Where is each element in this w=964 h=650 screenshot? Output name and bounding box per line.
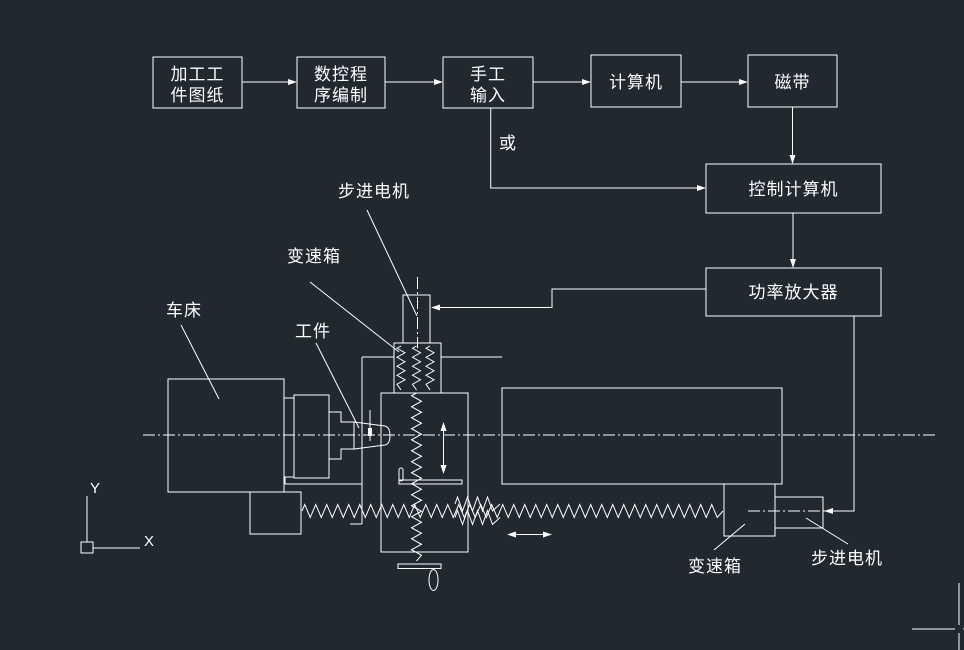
machine-chuck: [293, 394, 330, 479]
gear-spring: [424, 345, 436, 391]
leadscrew-spring: [301, 503, 724, 519]
arrowhead-right: [543, 531, 552, 538]
arrowhead-left: [431, 304, 440, 311]
machine-workpiece: [353, 421, 391, 450]
tool-post-shelf: [398, 479, 463, 485]
flow-box-computer: [590, 54, 682, 108]
ucs-icon: Y X: [80, 480, 154, 554]
flow-box-power-amplifier: [705, 267, 882, 317]
label-gearbox-bottom: 变速箱: [688, 557, 742, 576]
cross-feed-screw: [410, 392, 423, 562]
label-nc-programming-1: 数控程: [314, 65, 368, 84]
flow-connectors: [242, 79, 855, 514]
crosshair-cursor: [912, 583, 964, 650]
label-manual-input-2: 输入: [470, 86, 506, 105]
arrowhead-down: [790, 259, 796, 268]
arrowhead-right: [288, 79, 297, 85]
label-workpiece: 工件: [295, 322, 331, 341]
arrowhead-right: [434, 79, 443, 85]
gear-spring: [411, 345, 422, 391]
label-process-drawing-2: 件图纸: [171, 86, 225, 105]
arrowhead-down: [789, 155, 796, 164]
leadscrew-nut-spring: [454, 495, 501, 513]
label-manual-input-1: 手工: [470, 65, 506, 84]
machine-stepper-motor-top: [402, 294, 431, 344]
leader-lines: [180, 209, 849, 551]
arrowhead-down: [440, 465, 447, 474]
pickbox: [955, 625, 963, 633]
label-control-computer: 控制计算机: [749, 180, 839, 199]
gear-spring: [395, 345, 407, 391]
flowchart: 加工工 件图纸 数控程 序编制 手工 输入 计算机 磁带 控制计算机 功率放大器…: [152, 54, 882, 514]
machine-bed: [501, 387, 783, 485]
label-computer: 计算机: [609, 73, 663, 92]
machine-pedestal: [249, 491, 302, 535]
label-process-drawing-1: 加工工: [171, 65, 225, 84]
machine-stepper-motor-bottom: [774, 496, 824, 529]
label-power-amplifier: 功率放大器: [749, 283, 839, 302]
arrowhead-right: [582, 79, 591, 85]
leadscrew-nut-spring: [454, 509, 501, 526]
label-stepper-motor-top: 步进电机: [338, 182, 410, 201]
arrowhead-left: [824, 508, 833, 514]
arrowhead-right: [739, 79, 748, 85]
crank-knob: [428, 569, 439, 591]
lathe-schematic: 步进电机 变速箱 车床 工件 变速箱 步进电机: [143, 182, 935, 591]
label-or: 或: [499, 134, 517, 153]
arrowhead-right: [697, 185, 706, 191]
label-lathe: 车床: [166, 301, 202, 320]
ucs-x-label: X: [144, 533, 154, 550]
arrowhead-left: [507, 531, 516, 538]
label-nc-programming-2: 序编制: [314, 86, 368, 105]
label-stepper-motor-bottom: 步进电机: [811, 549, 883, 568]
ucs-y-label: Y: [90, 480, 100, 497]
label-tape: 磁带: [775, 73, 811, 92]
arrowhead-up: [440, 422, 447, 431]
cutting-tool-bit: [368, 428, 372, 436]
label-gearbox-top: 变速箱: [287, 247, 341, 266]
tool-post-pin: [398, 467, 404, 482]
crank-bar: [397, 563, 442, 569]
